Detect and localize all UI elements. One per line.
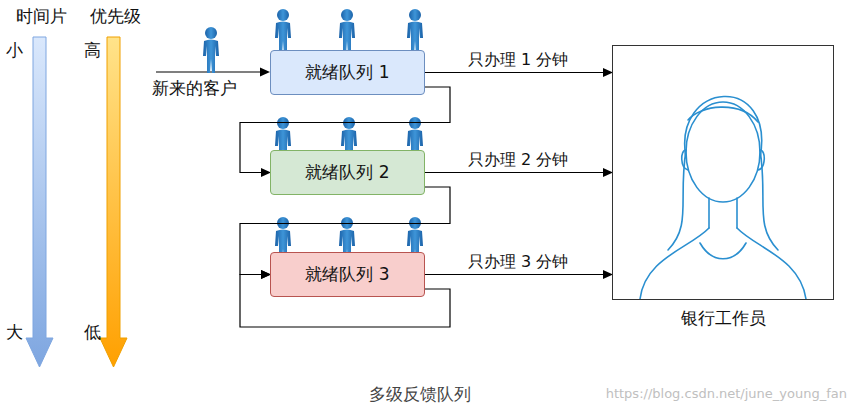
ready-queue: 就绪队列 1 xyxy=(270,50,425,95)
axis-title: 时间片 xyxy=(16,6,67,26)
timeslice-arrow xyxy=(26,37,53,367)
edge-label: 只办理 3 分钟 xyxy=(465,252,571,271)
edge-label: 只办理 1 分钟 xyxy=(465,50,571,69)
ready-queue: 就绪队列 2 xyxy=(270,150,425,195)
scale-end: 高 xyxy=(84,40,101,60)
connector xyxy=(425,72,612,73)
caption: 多级反馈队列 xyxy=(369,384,471,404)
scale-end: 大 xyxy=(6,322,23,342)
teller-face xyxy=(640,96,806,299)
node-text: 就绪队列 1 xyxy=(305,61,389,84)
priority-arrow xyxy=(100,37,127,367)
node-text: 就绪队列 3 xyxy=(305,263,389,286)
watermark: https://blog.csdn.net/june_young_fan xyxy=(606,386,847,402)
scale-end: 低 xyxy=(84,322,101,342)
connector xyxy=(425,172,612,173)
ready-queue: 就绪队列 3 xyxy=(270,252,425,297)
connector xyxy=(425,274,612,275)
edge-label: 只办理 2 分钟 xyxy=(465,150,571,169)
teller-frame: 银行工作员 xyxy=(612,45,834,300)
node-text: 就绪队列 2 xyxy=(305,161,389,184)
newcomer-label: 新来的客户 xyxy=(152,78,237,98)
node-text: 银行工作员 xyxy=(681,307,766,330)
customer-icons xyxy=(203,9,423,263)
axis-title: 优先级 xyxy=(90,6,141,26)
scale-end: 小 xyxy=(6,40,23,60)
